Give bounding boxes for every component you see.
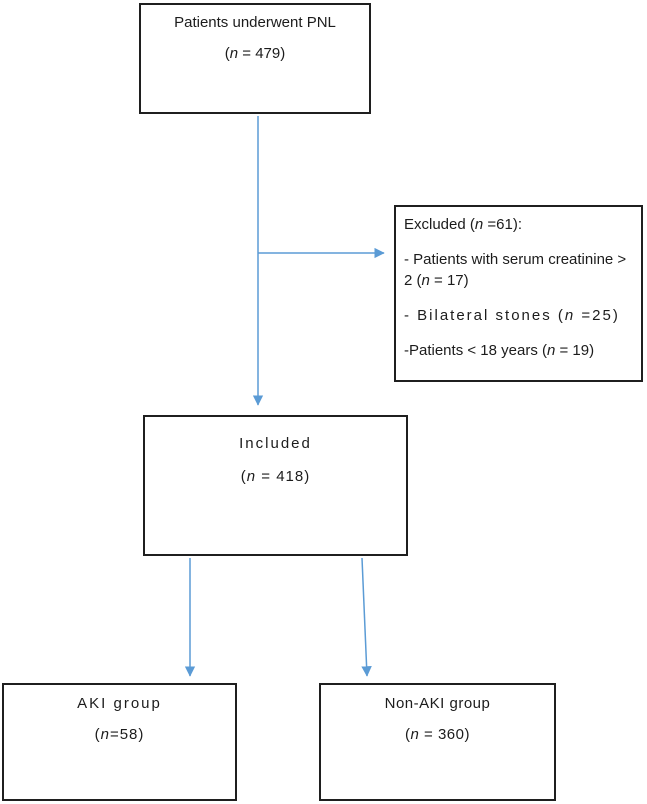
- n-symbol: n: [564, 307, 576, 324]
- n-symbol: n: [546, 342, 556, 359]
- box-title: Patients underwent PNL: [141, 14, 369, 32]
- text-segment: =61):: [483, 216, 522, 233]
- text-segment: AKI group: [77, 695, 162, 712]
- text-segment: (: [405, 726, 411, 743]
- box-title: AKI group: [4, 694, 235, 713]
- text-segment: = 360): [419, 726, 470, 743]
- text-segment: - Bilateral stones (: [404, 307, 565, 324]
- n-symbol: n: [229, 45, 239, 62]
- text-segment: -Patients < 18 years (: [404, 342, 547, 359]
- n-symbol: n: [421, 272, 430, 289]
- arrow-included-to-nonaki: [361, 557, 372, 677]
- box-included: Included (n = 418): [143, 415, 408, 556]
- text-segment: (: [94, 726, 101, 743]
- text-segment: Included: [239, 435, 312, 452]
- text-segment: Patients underwent PNL: [174, 14, 336, 31]
- text-segment: - Patients with serum creatinine > 2 (: [404, 251, 627, 289]
- box-non-aki-group: Non-AKI group (n = 360): [319, 683, 556, 801]
- excluded-item-creatinine: - Patients with serum creatinine > 2 (n …: [404, 249, 633, 291]
- excluded-title: Excluded (n =61):: [404, 214, 633, 235]
- excluded-item-bilateral-stones: - Bilateral stones (n =25): [404, 305, 633, 326]
- n-symbol: n: [474, 216, 484, 233]
- box-title: Included: [145, 434, 406, 454]
- excluded-item-under-18: -Patients < 18 years (n = 19): [404, 340, 633, 361]
- box-patients-underwent-pnl: Patients underwent PNL (n = 479): [139, 3, 371, 114]
- box-aki-group: AKI group (n=58): [2, 683, 237, 801]
- text-segment: =25): [575, 307, 620, 324]
- box-count: (n=58): [4, 725, 235, 744]
- box-count: (n = 418): [145, 467, 406, 487]
- n-symbol: n: [410, 726, 420, 743]
- box-excluded: Excluded (n =61): - Patients with serum …: [394, 205, 643, 382]
- text-segment: = 19): [555, 342, 595, 359]
- text-segment: =58): [109, 726, 145, 743]
- text-segment: = 17): [429, 272, 469, 289]
- box-count: (n = 360): [321, 725, 554, 744]
- box-title: Non-AKI group: [321, 694, 554, 713]
- n-symbol: n: [246, 468, 257, 485]
- box-count: (n = 479): [141, 45, 369, 63]
- n-symbol: n: [100, 726, 110, 743]
- text-segment: = 418): [256, 468, 311, 485]
- text-segment: Excluded (: [404, 216, 475, 233]
- text-segment: (: [224, 45, 230, 62]
- text-segment: Non-AKI group: [384, 695, 491, 712]
- text-segment: (: [240, 468, 247, 485]
- text-segment: = 479): [238, 45, 286, 62]
